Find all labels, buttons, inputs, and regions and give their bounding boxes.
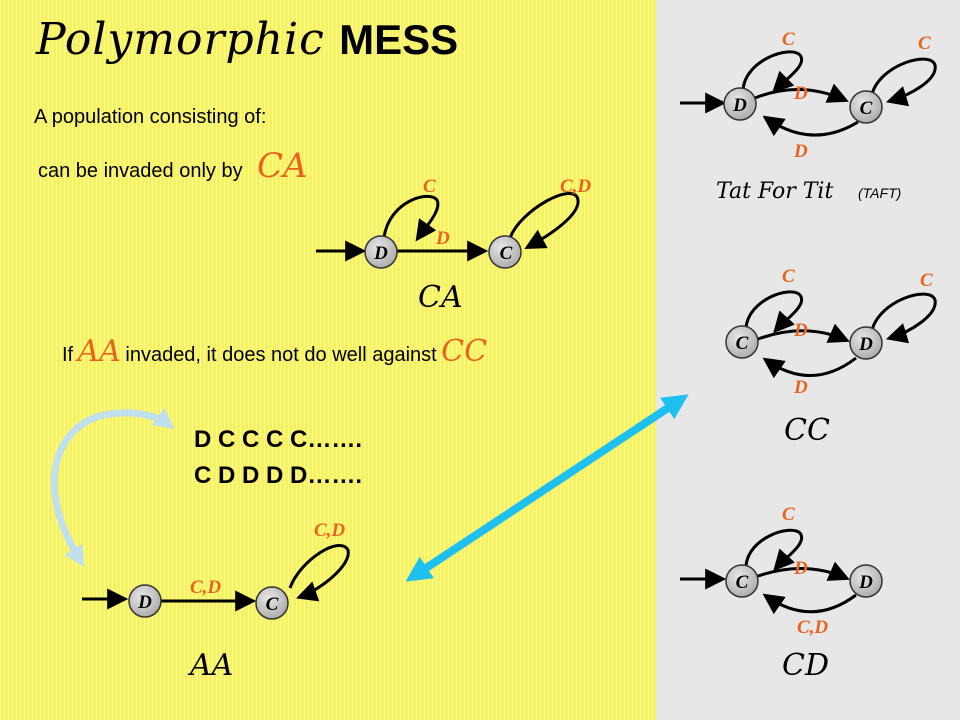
invader-name: CA xyxy=(257,146,308,186)
aa-caption: AA xyxy=(187,648,233,683)
cc-caption: CC xyxy=(784,413,830,448)
cc-loop2-label: C xyxy=(920,270,933,291)
taft-back-label: D xyxy=(793,141,808,162)
if-name1: AA xyxy=(77,334,121,369)
cd-caption: CD xyxy=(782,648,829,683)
taft-node-2: C xyxy=(860,98,873,119)
slide-title: Polymorphic MESS xyxy=(36,14,458,65)
cc-loop1-label: C xyxy=(782,266,795,287)
if-line: If AA invaded, it does not do well again… xyxy=(62,334,487,369)
taft-loop2-label: C xyxy=(918,33,931,54)
taft-loop1-label: C xyxy=(782,29,795,50)
invaded-text: can be invaded only by xyxy=(38,160,243,182)
cd-fwd-label: D xyxy=(793,558,808,579)
aa-loop2-label: C,D xyxy=(314,520,345,541)
sequence-line1: D C C C C……. xyxy=(194,426,362,453)
intro-text: A population consisting of: xyxy=(34,106,267,128)
cd-diagram: C D C D C,D CD xyxy=(680,504,883,683)
cc-node-1: C xyxy=(736,333,749,354)
ca-diagram: D C C C,D D CA xyxy=(316,176,591,315)
ca-loop2-label: C,D xyxy=(560,176,591,197)
aa-arrow-label: C,D xyxy=(190,577,221,598)
ca-node-1: D xyxy=(373,243,388,264)
cc-fwd-label: D xyxy=(793,320,808,341)
right-panel xyxy=(656,0,960,720)
title-script: Polymorphic xyxy=(36,14,325,65)
if-name2: CC xyxy=(441,334,488,369)
cd-node-2: D xyxy=(858,572,873,593)
cd-node-1: C xyxy=(736,572,749,593)
cd-back-label: C,D xyxy=(797,617,828,638)
taft-diagram: D C C C D D Tat For Tit (TAFT) xyxy=(680,29,937,204)
cycle-arrow xyxy=(50,408,175,568)
taft-caption-note: (TAFT) xyxy=(858,185,901,201)
ca-node-2: C xyxy=(500,243,513,264)
taft-caption: Tat For Tit xyxy=(716,179,833,204)
aa-node-2: C xyxy=(266,594,279,615)
if-mid: invaded, it does not do well against xyxy=(125,344,437,366)
taft-fwd-label: D xyxy=(793,83,808,104)
ca-loop1-label: C xyxy=(423,176,436,197)
sequence-line2: C D D D D……. xyxy=(194,462,362,489)
comparison-double-arrow xyxy=(405,394,689,582)
aa-diagram: D C C,D C,D AA xyxy=(82,520,350,683)
ca-caption: CA xyxy=(418,280,463,315)
cd-loop1-label: C xyxy=(782,504,795,525)
cc-back-label: D xyxy=(793,377,808,398)
cc-node-2: D xyxy=(858,334,873,355)
aa-node-1: D xyxy=(137,592,152,613)
cc-diagram: C D C C D D CC xyxy=(725,266,937,448)
ca-arrow-label: D xyxy=(435,228,450,249)
title-bold: MESS xyxy=(339,16,459,63)
taft-node-1: D xyxy=(732,95,747,116)
if-pre: If xyxy=(62,344,74,366)
invaded-line: can be invaded only by CA xyxy=(38,146,308,186)
